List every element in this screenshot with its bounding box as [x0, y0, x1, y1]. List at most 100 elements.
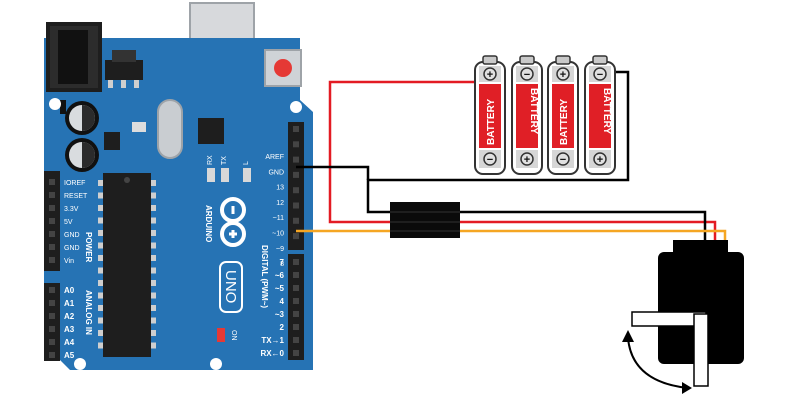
header-pin[interactable]: [293, 156, 299, 163]
chip-pin: [98, 267, 103, 274]
wire-red-power: [328, 80, 717, 241]
digital-pin-label: 13: [276, 185, 284, 192]
header-pin[interactable]: [293, 298, 299, 304]
header-pin[interactable]: [293, 311, 299, 317]
header-pin[interactable]: [293, 324, 299, 330]
arduino-logo: [220, 197, 246, 247]
mounting-hole: [74, 358, 86, 370]
battery-label: BATTERY: [528, 88, 539, 134]
power-pin-label: RESET: [64, 193, 88, 200]
chip-pin: [98, 217, 103, 224]
model-badge: UNO: [219, 261, 243, 313]
header-pin[interactable]: [293, 259, 299, 265]
chip-pin: [151, 217, 156, 224]
digital-pin-label: AREF: [265, 154, 284, 161]
power-pin-label: Vin: [64, 258, 74, 265]
wire-connector: [390, 202, 460, 238]
analog-pin-label: A4: [64, 338, 75, 347]
terminal-symbol: −: [597, 69, 603, 81]
wire-black-gnd: [296, 165, 370, 180]
mounting-hole: [210, 358, 222, 370]
battery-label: BATTERY: [559, 99, 570, 145]
header-pin[interactable]: [49, 218, 55, 224]
header-pin[interactable]: [49, 313, 55, 319]
microcontroller-chip: [98, 173, 156, 357]
header-pin[interactable]: [49, 179, 55, 185]
chip-pin: [151, 267, 156, 274]
chip-pin: [151, 192, 156, 199]
wire-orange-signal: [296, 229, 727, 241]
chip-pin: [98, 242, 103, 249]
digital-pin-label: ~9: [276, 246, 284, 253]
chip-pin: [151, 317, 156, 324]
chip-pin: [98, 305, 103, 311]
header-pin[interactable]: [293, 202, 299, 209]
header-pin[interactable]: [49, 339, 55, 345]
terminal-symbol: −: [560, 154, 566, 166]
header-pin[interactable]: [293, 350, 299, 356]
power-pin-label: 5V: [64, 219, 73, 226]
chip-pin: [98, 230, 103, 236]
chip-pin: [98, 205, 103, 211]
digital-header-label: DIGITAL (PWM~): [260, 245, 269, 308]
led-label-tx: TX: [221, 156, 228, 165]
chip-pin: [98, 292, 103, 299]
header-pin[interactable]: [293, 217, 299, 224]
chip-pin: [98, 255, 103, 261]
header-pin[interactable]: [293, 272, 299, 278]
analog-pin-label: A5: [64, 351, 75, 360]
header-pin[interactable]: [293, 141, 299, 148]
header-pin[interactable]: [293, 171, 299, 178]
crystal-oscillator: [157, 99, 183, 159]
power-pin-label: GND: [64, 232, 80, 239]
header-pin[interactable]: [49, 300, 55, 306]
header-pin[interactable]: [293, 233, 299, 240]
header-pin[interactable]: [293, 337, 299, 343]
chip-pin: [151, 330, 156, 336]
header-pin[interactable]: [293, 187, 299, 194]
chip-pin: [151, 205, 156, 211]
chip-pin: [151, 180, 156, 186]
servo-motor: [622, 240, 744, 394]
header-pin[interactable]: [293, 285, 299, 291]
chip-pin: [151, 242, 156, 249]
capacitor: [65, 101, 99, 135]
led-label-rx: RX: [207, 155, 214, 165]
header-pin[interactable]: [293, 126, 299, 132]
brand-label: ARDUINO: [204, 205, 213, 242]
header-pin[interactable]: [49, 231, 55, 237]
battery-cell: −+BATTERY: [584, 55, 616, 175]
servo-body: [658, 252, 744, 364]
header-pin[interactable]: [49, 352, 55, 358]
header-pin[interactable]: [49, 192, 55, 198]
header-pin[interactable]: [49, 205, 55, 211]
digital-pin-label: ~3: [275, 310, 285, 319]
model-label: UNO: [222, 270, 239, 303]
chip-pin: [151, 255, 156, 261]
digital-pin-label: TX→1: [261, 336, 284, 345]
analog-header-label: ANALOG IN: [84, 290, 93, 335]
digital-pin-label: 12: [276, 200, 284, 207]
terminal-symbol: +: [487, 69, 493, 81]
usb-chip: [198, 118, 224, 144]
reset-button[interactable]: [264, 49, 302, 87]
rotation-arrow-icon: [627, 337, 689, 389]
header-pin[interactable]: [49, 326, 55, 332]
terminal-symbol: +: [597, 154, 603, 166]
analog-pin-label: A2: [64, 312, 75, 321]
power-pin-label: IOREF: [64, 180, 85, 187]
header-pin[interactable]: [49, 287, 55, 293]
chip-pin: [151, 342, 156, 349]
header-pin[interactable]: [49, 257, 55, 263]
chip-pin: [151, 292, 156, 299]
mounting-hole: [290, 101, 302, 113]
digital-pin-label: 4: [280, 297, 285, 306]
digital-pin-label: 7: [280, 258, 285, 267]
battery-cell: −+BATTERY: [511, 55, 543, 175]
header-pin[interactable]: [49, 244, 55, 250]
digital-pin-label: GND: [268, 169, 284, 176]
terminal-symbol: −: [487, 154, 493, 166]
